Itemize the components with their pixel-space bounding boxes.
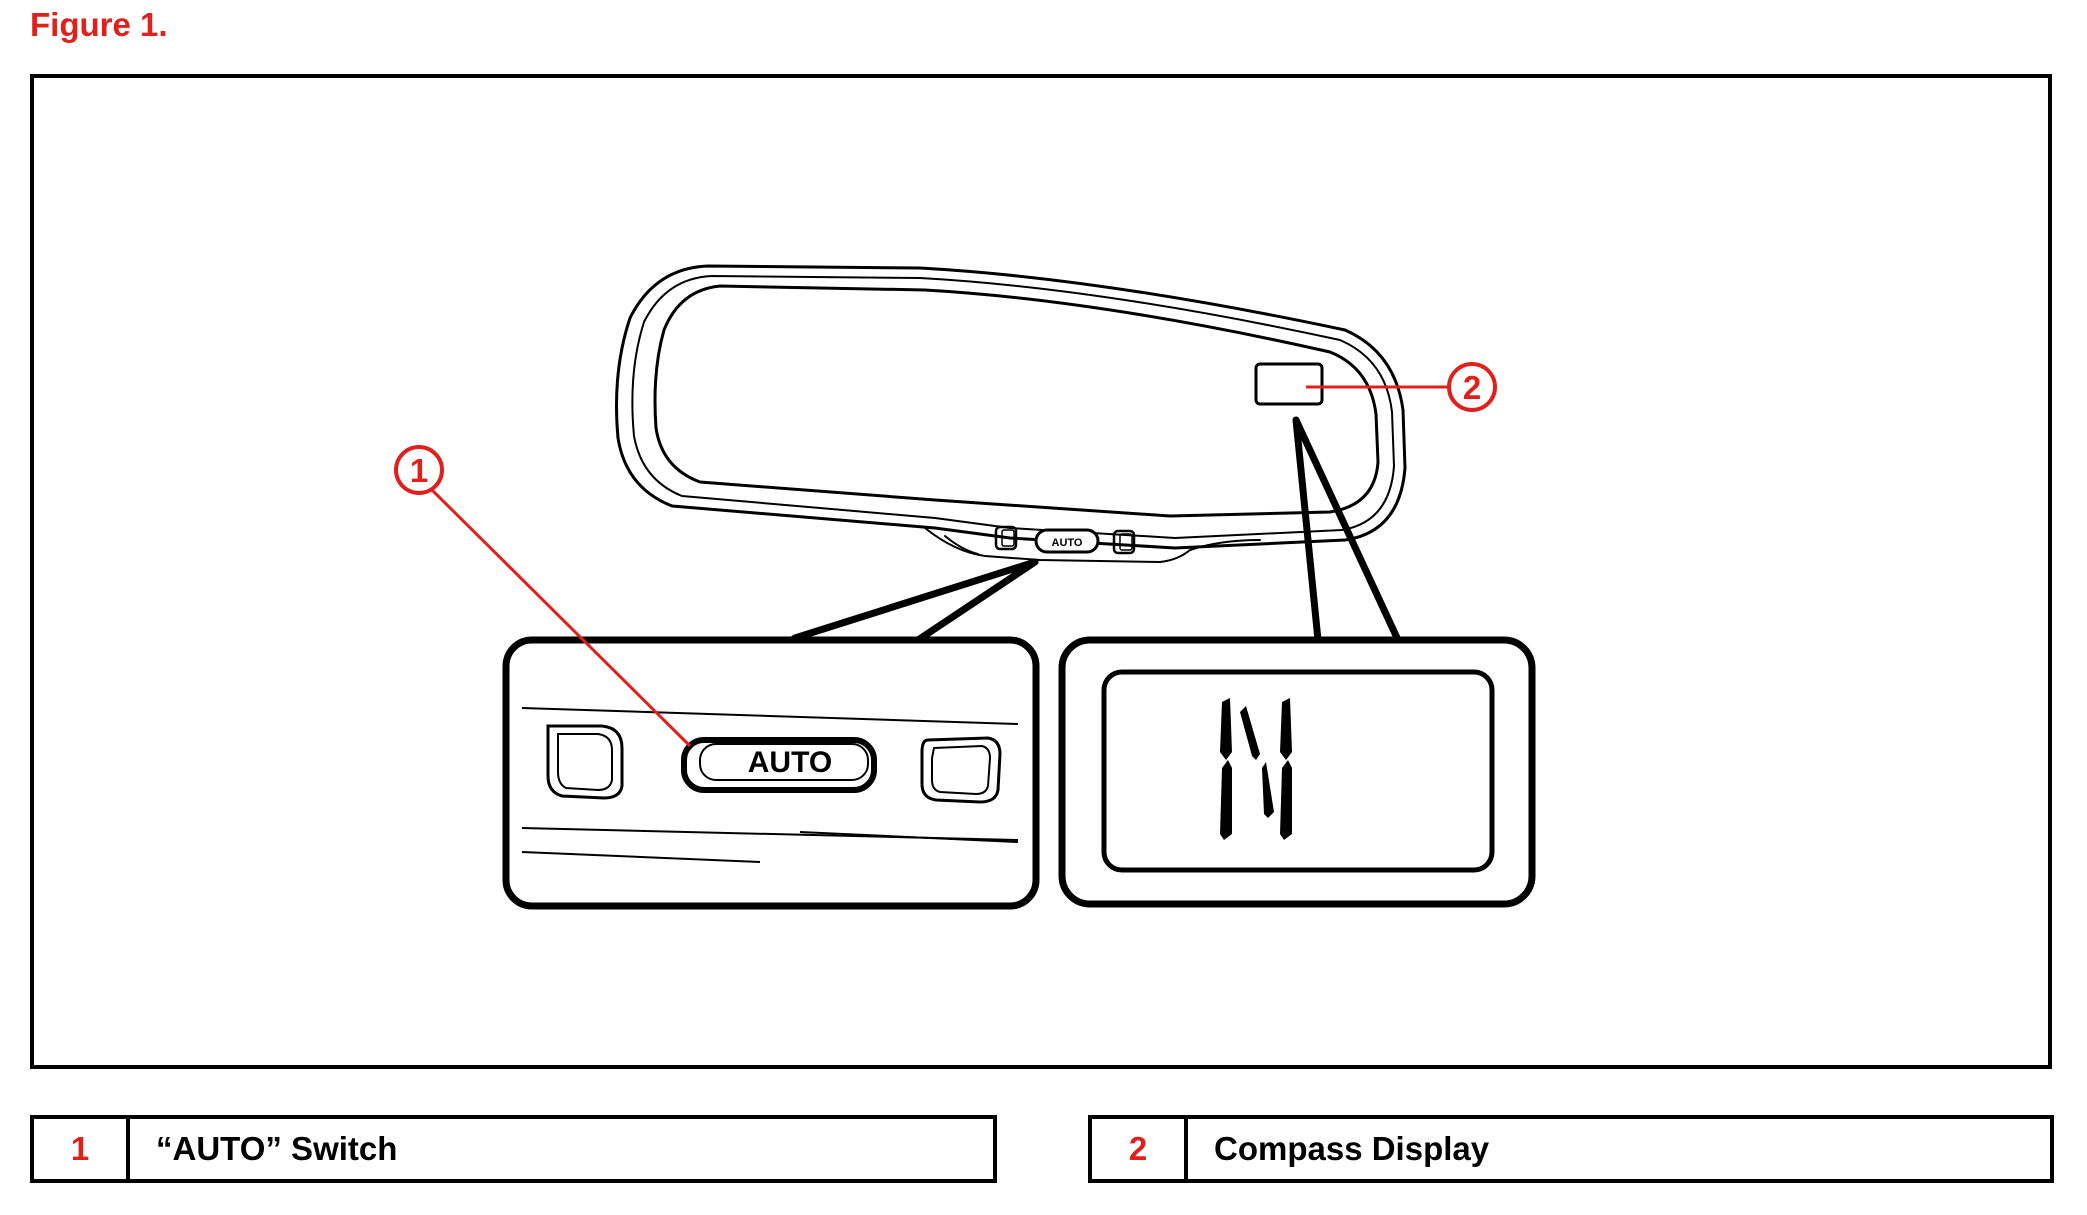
mirror-auto-button-label: AUTO [1052, 537, 1083, 549]
legend-item-1-label: “AUTO” Switch [156, 1130, 398, 1167]
auto-switch-zoom-box: AUTO [502, 636, 1040, 910]
zoom-pointer-1 [790, 558, 1039, 643]
callout-2: 2 [1306, 362, 1497, 412]
zoom-pointer-2 [1292, 416, 1402, 642]
legend-item-1: 1 “AUTO” Switch [30, 1115, 997, 1183]
legend-item-2-label: Compass Display [1214, 1130, 1490, 1167]
compass-heading-glyph [1220, 698, 1292, 840]
legend-item-2: 2 Compass Display [1088, 1115, 2054, 1183]
figure-frame [30, 74, 2052, 1069]
mirror-auto-button: AUTO [1034, 528, 1100, 554]
mirror-housing [615, 264, 1407, 563]
callout-2-number: 2 [1463, 369, 1481, 406]
legend-item-1-number: 1 [34, 1119, 130, 1179]
legend-item-2-number: 2 [1092, 1119, 1188, 1179]
auto-switch-label: AUTO [748, 746, 832, 779]
callout-1: 1 [394, 445, 692, 748]
figure-title: Figure 1. [30, 6, 168, 43]
compass-display-zoom-box: N [1058, 636, 1536, 908]
callout-1-number: 1 [410, 452, 428, 489]
